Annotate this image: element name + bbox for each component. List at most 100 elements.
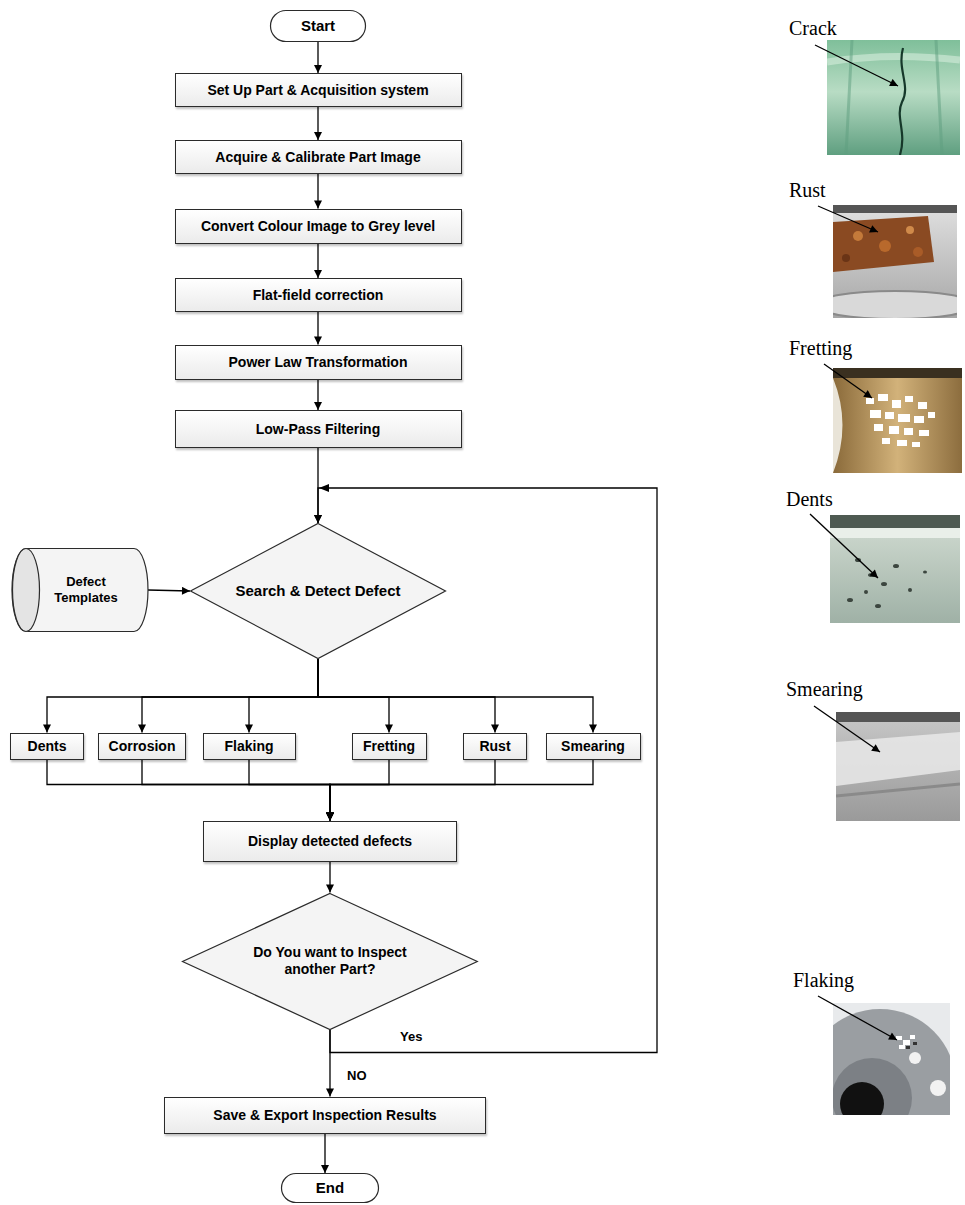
defect-box: Corrosion bbox=[98, 733, 186, 760]
text-block: Search & Detect Defect bbox=[235, 582, 400, 600]
process-box: Display detected defects bbox=[203, 821, 457, 862]
text-block: Smearing bbox=[561, 738, 625, 755]
text-block: End bbox=[316, 1179, 344, 1197]
flow-arrow bbox=[142, 760, 330, 821]
process-box: Save & Export Inspection Results bbox=[164, 1097, 486, 1134]
node-text: Acquire & Calibrate Part Image bbox=[215, 149, 420, 166]
node-text: Fretting bbox=[363, 738, 415, 755]
edge-label: Yes bbox=[398, 1029, 424, 1045]
process-box: Set Up Part & Acquisition system bbox=[175, 73, 462, 107]
process-box: Power Law Transformation bbox=[175, 345, 462, 380]
junction-arrowhead bbox=[319, 484, 329, 492]
node-text: Flat-field correction bbox=[253, 287, 384, 304]
defect-label: Fretting bbox=[789, 336, 852, 360]
flow-arrow bbox=[317, 380, 318, 411]
flow-arrow bbox=[317, 244, 318, 279]
node-text: Dents bbox=[28, 738, 67, 755]
node-text: Save & Export Inspection Results bbox=[213, 1107, 436, 1124]
process-box: Convert Colour Image to Grey level bbox=[175, 209, 462, 244]
leader-line bbox=[815, 45, 898, 86]
flow-arrow bbox=[330, 760, 389, 821]
text-block: Rust bbox=[479, 738, 510, 755]
defect-label: Rust bbox=[789, 178, 826, 202]
node-text: Search & Detect Defect bbox=[235, 582, 400, 600]
flow-arrow bbox=[317, 107, 318, 140]
text-block: Fretting bbox=[363, 738, 415, 755]
defect-box: Rust bbox=[463, 733, 527, 760]
process-box: Acquire & Calibrate Part Image bbox=[175, 140, 462, 174]
process-box: Low-Pass Filtering bbox=[175, 410, 462, 448]
flow-arrow bbox=[330, 760, 593, 821]
dents-photo bbox=[830, 515, 960, 623]
defect-box: Smearing bbox=[546, 733, 641, 760]
text-block: Convert Colour Image to Grey level bbox=[201, 218, 435, 235]
node-text: Flaking bbox=[224, 738, 273, 755]
decision-diamond: Do You want to Inspect another Part? bbox=[182, 893, 478, 1030]
node-text: Low-Pass Filtering bbox=[256, 421, 380, 438]
defect-label: Smearing bbox=[786, 677, 863, 701]
flow-arrow bbox=[47, 659, 318, 733]
node-text: End bbox=[316, 1179, 344, 1197]
text-block: Set Up Part & Acquisition system bbox=[207, 82, 428, 99]
decision-diamond: Search & Detect Defect bbox=[190, 523, 446, 659]
node-text: Defect Templates bbox=[44, 574, 128, 605]
text-block: Flaking bbox=[224, 738, 273, 755]
crack-photo bbox=[827, 40, 960, 155]
text-block: Start bbox=[301, 17, 335, 35]
defect-box: Flaking bbox=[203, 733, 296, 760]
text-block: Flat-field correction bbox=[253, 287, 384, 304]
node-text: Display detected defects bbox=[248, 833, 412, 850]
node-text: Rust bbox=[479, 738, 510, 755]
node-text: Convert Colour Image to Grey level bbox=[201, 218, 435, 235]
text-block: Do You want to Inspect another Part? bbox=[235, 944, 425, 978]
text-block: Dents bbox=[28, 738, 67, 755]
node-text: Corrosion bbox=[109, 738, 176, 755]
flow-arrow bbox=[317, 312, 318, 345]
flow-arrow bbox=[329, 1030, 330, 1097]
text-block: Power Law Transformation bbox=[229, 354, 408, 371]
flow-arrow bbox=[317, 174, 318, 209]
defect-box: Dents bbox=[10, 733, 84, 760]
text-block: Defect Templates bbox=[32, 574, 128, 605]
text-block: Corrosion bbox=[109, 738, 176, 755]
defect-label: Flaking bbox=[793, 968, 854, 992]
node-text: Set Up Part & Acquisition system bbox=[207, 82, 428, 99]
flow-arrow bbox=[317, 42, 318, 73]
flow-arrow bbox=[329, 862, 330, 893]
defect-box: Fretting bbox=[352, 733, 427, 760]
data-store: Defect Templates bbox=[12, 548, 148, 632]
node-text: Power Law Transformation bbox=[229, 354, 408, 371]
flow-arrow bbox=[330, 760, 495, 821]
text-block: Low-Pass Filtering bbox=[256, 421, 380, 438]
flow-arrow bbox=[249, 659, 318, 733]
text-block: Save & Export Inspection Results bbox=[213, 1107, 436, 1124]
flow-arrow bbox=[148, 590, 190, 591]
flow-arrow bbox=[142, 659, 318, 733]
node-text: Start bbox=[301, 17, 335, 35]
leader-line bbox=[818, 996, 897, 1040]
defect-label: Crack bbox=[789, 16, 837, 40]
smearing-photo bbox=[836, 712, 960, 821]
flaking-photo bbox=[833, 1003, 950, 1115]
leader-line bbox=[818, 206, 878, 232]
leader-line bbox=[824, 364, 872, 398]
rust-photo bbox=[833, 205, 957, 318]
text-block: Acquire & Calibrate Part Image bbox=[215, 149, 420, 166]
flow-arrow bbox=[249, 760, 330, 821]
node-text: Do You want to Inspect another Part? bbox=[235, 944, 425, 978]
flow-arrow bbox=[318, 659, 593, 733]
defect-label: Dents bbox=[786, 487, 833, 511]
edge-label: NO bbox=[345, 1068, 369, 1084]
process-box: Flat-field correction bbox=[175, 278, 462, 312]
node-text: Smearing bbox=[561, 738, 625, 755]
leader-line bbox=[814, 706, 880, 752]
terminal: End bbox=[281, 1173, 379, 1203]
text-block: Display detected defects bbox=[248, 833, 412, 850]
terminal: Start bbox=[270, 10, 366, 42]
leader-line bbox=[810, 514, 878, 578]
flow-arrow bbox=[318, 659, 495, 733]
flow-arrow bbox=[47, 760, 330, 821]
flow-arrow bbox=[318, 659, 389, 733]
flow-arrow bbox=[324, 1134, 325, 1174]
